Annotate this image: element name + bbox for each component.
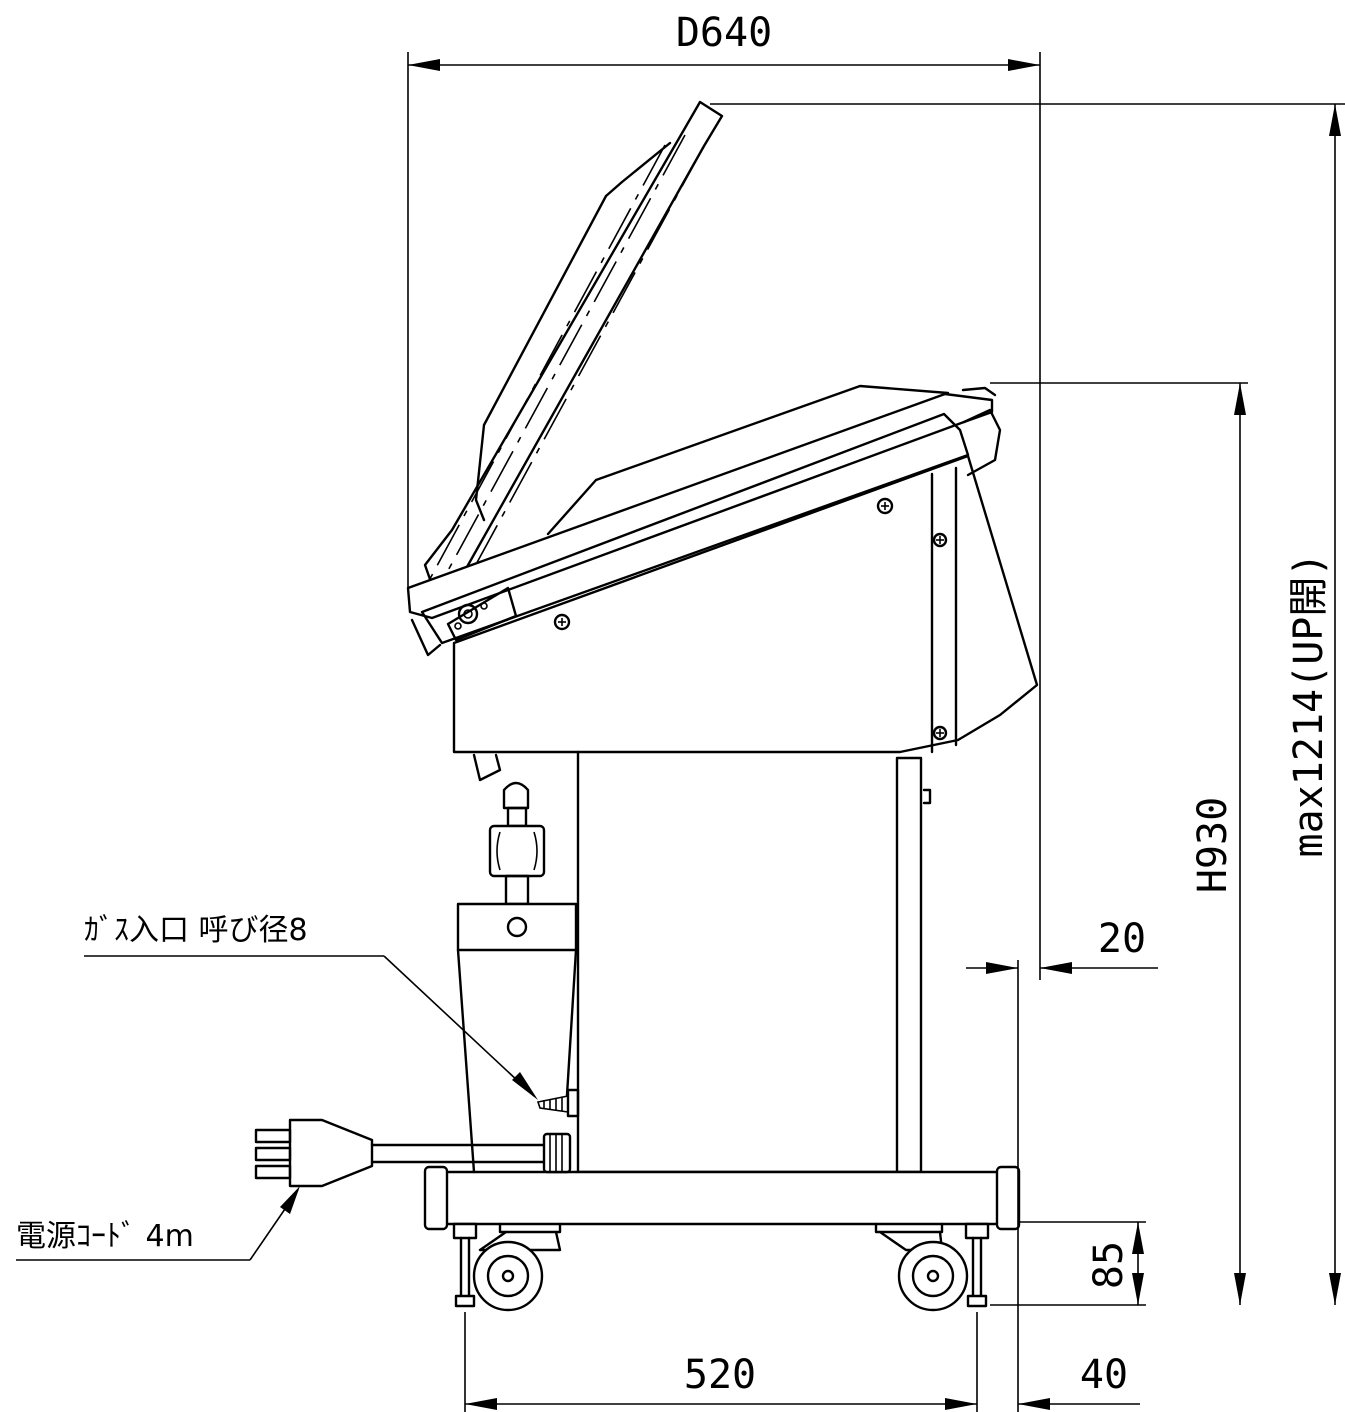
lid-handle-knob-icon — [457, 603, 479, 625]
front-caster — [472, 1222, 562, 1312]
screw-icon — [932, 725, 948, 741]
gas-inlet-callout: ｶﾞｽ入口 呼び径8 — [84, 913, 538, 1100]
upper-cabinet — [406, 384, 1039, 782]
dimension-caster-height: 85 — [990, 1221, 1146, 1306]
depth-label: D640 — [676, 10, 772, 56]
gas-inlet-label: ｶﾞｽ入口 呼び径8 — [84, 913, 308, 948]
power-cord-label: 電源ｺｰﾄﾞ 4m — [16, 1219, 194, 1254]
max-height-label: max1214(UP開) — [1286, 553, 1332, 858]
dimension-caster-offset: 40 — [1018, 1352, 1140, 1410]
dimension-depth: D640 — [407, 10, 1041, 980]
gas-inlet-port-icon — [506, 916, 528, 938]
screw-icon — [932, 532, 948, 548]
dimension-offset-top: 20 — [966, 916, 1158, 1412]
level-adjuster — [964, 1222, 990, 1308]
caster-pitch-label: 520 — [684, 1352, 756, 1398]
screw-icon — [553, 613, 571, 631]
offset-top-label: 20 — [1098, 916, 1146, 962]
level-adjuster — [452, 1222, 478, 1308]
stand-frame — [423, 750, 1021, 1231]
gas-valve-assembly — [456, 781, 580, 1174]
dimension-caster-pitch: 520 — [464, 1312, 978, 1412]
power-cord-callout: 電源ｺｰﾄﾞ 4m — [16, 1186, 300, 1261]
power-plug-assembly — [254, 1118, 572, 1188]
screw-icon — [876, 497, 894, 515]
dimension-height: H930 — [990, 382, 1248, 1305]
dimension-max-height: max1214(UP開) — [710, 103, 1345, 1305]
caster-height-label: 85 — [1086, 1241, 1132, 1289]
height-label: H930 — [1190, 797, 1236, 893]
caster-offset-label: 40 — [1080, 1352, 1128, 1398]
rear-caster — [874, 1222, 969, 1312]
